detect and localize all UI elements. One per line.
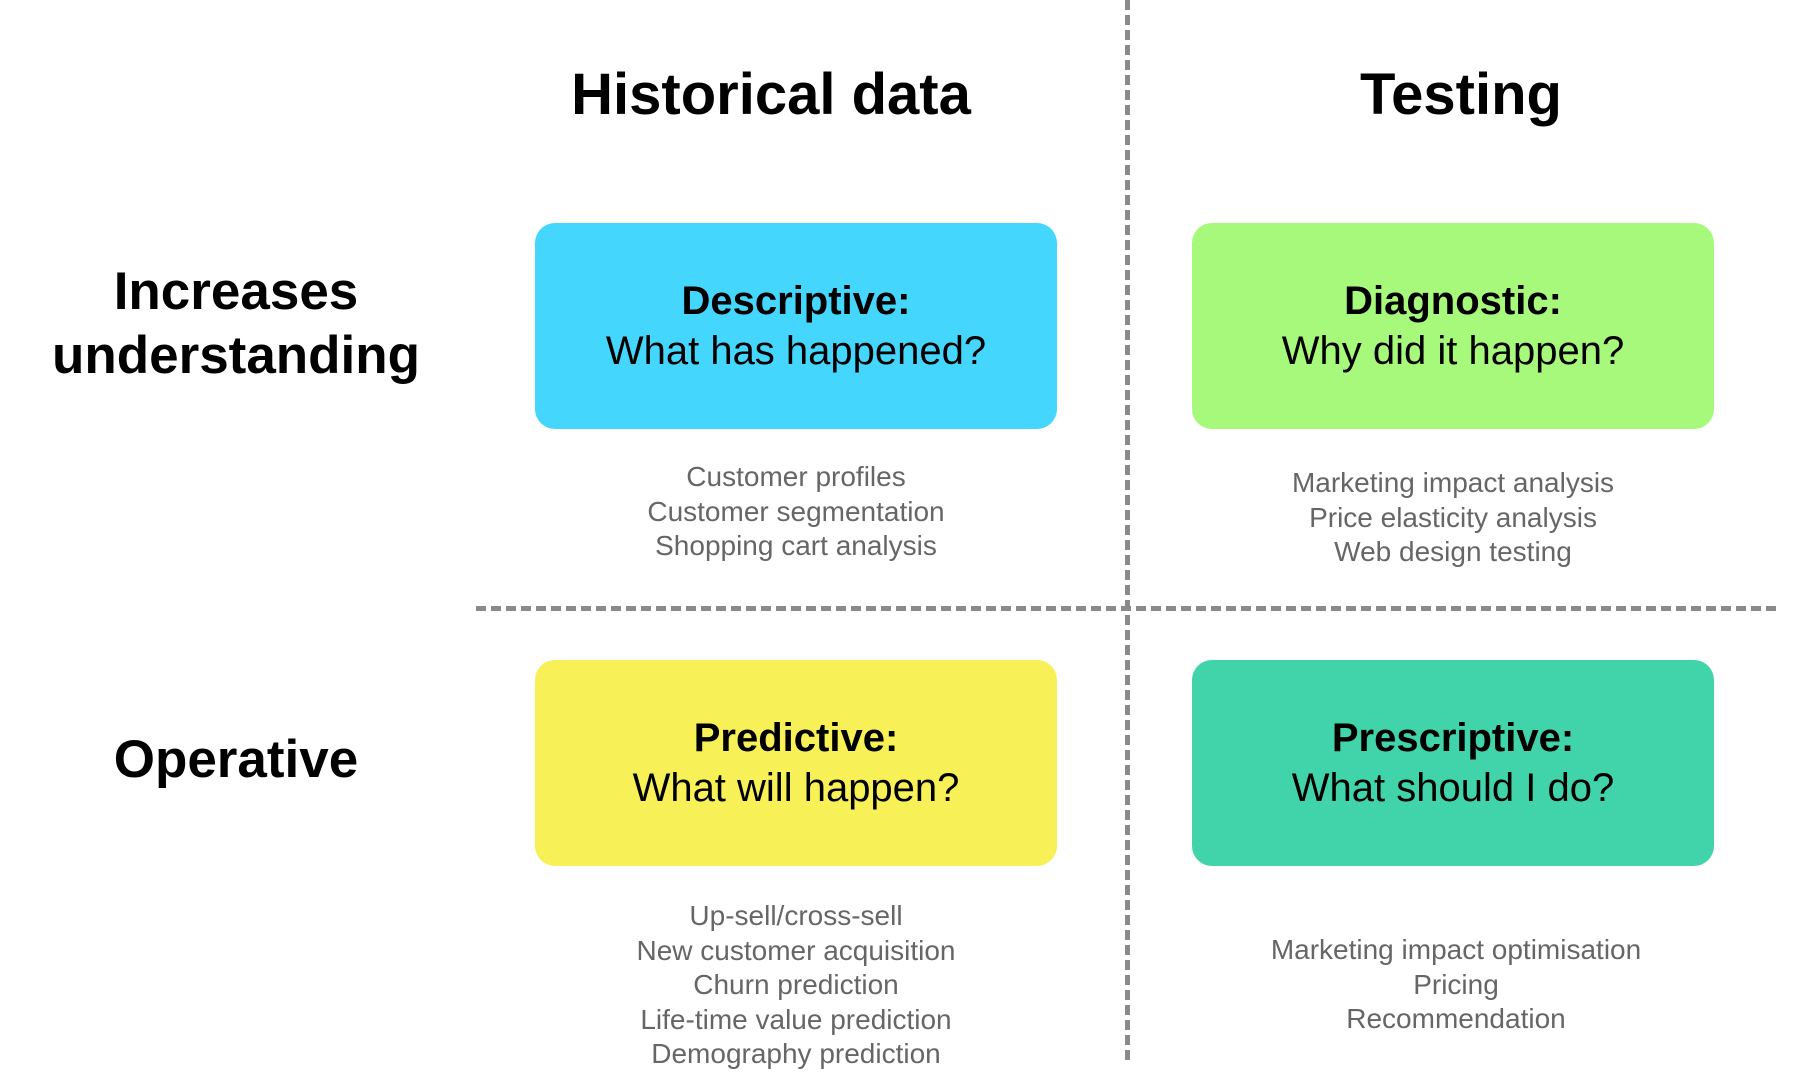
card-predictive: Predictive: What will happen?	[535, 660, 1057, 866]
example-item: Customer profiles	[686, 461, 906, 492]
example-item: Price elasticity analysis	[1309, 501, 1597, 533]
example-item: Up-sell/cross-sell	[689, 900, 903, 931]
example-item: Churn prediction	[693, 969, 899, 1000]
example-item: Pricing	[1413, 968, 1499, 1000]
example-item: Marketing impact optimisation	[1270, 934, 1642, 965]
example-item: Shopping cart analysis	[655, 530, 937, 561]
example-item: New customer acquisition	[636, 934, 956, 966]
horizontal-divider	[476, 606, 1776, 611]
example-item: Customer segmentation	[647, 495, 945, 527]
row-header-operative-label: Operative	[113, 730, 359, 789]
examples-predictive: Up-sell/cross-sell New customer acquisit…	[496, 899, 1096, 1072]
row-header-line-1: Increases	[113, 262, 359, 321]
example-item: Recommendation	[1346, 1003, 1566, 1034]
example-item: Demography prediction	[651, 1038, 941, 1069]
column-header-historical-data: Historical data	[571, 62, 971, 127]
card-diagnostic-question: Why did it happen?	[1281, 329, 1625, 373]
card-predictive-title: Predictive:	[693, 716, 899, 760]
card-prescriptive-title: Prescriptive:	[1331, 716, 1575, 760]
card-diagnostic-title: Diagnostic:	[1344, 279, 1562, 323]
vertical-divider	[1125, 0, 1130, 1060]
examples-diagnostic: Marketing impact analysis Price elastici…	[1153, 466, 1753, 570]
card-prescriptive-question: What should I do?	[1291, 766, 1615, 810]
card-prescriptive: Prescriptive: What should I do?	[1192, 660, 1714, 866]
column-header-testing: Testing	[1360, 62, 1562, 127]
example-item: Marketing impact analysis	[1291, 467, 1615, 498]
examples-descriptive: Customer profiles Customer segmentation …	[496, 460, 1096, 564]
examples-prescriptive: Marketing impact optimisation Pricing Re…	[1156, 933, 1756, 1037]
card-predictive-question: What will happen?	[632, 766, 960, 810]
card-descriptive-title: Descriptive:	[681, 279, 911, 323]
row-header-operative: Operative	[36, 728, 436, 792]
card-descriptive-question: What has happened?	[605, 329, 987, 373]
row-header-increases-understanding: Increases understanding	[36, 260, 436, 388]
card-descriptive: Descriptive: What has happened?	[535, 223, 1057, 429]
row-header-line-2: understanding	[51, 326, 421, 385]
example-item: Life-time value prediction	[640, 1003, 952, 1035]
example-item: Web design testing	[1334, 536, 1572, 567]
card-diagnostic: Diagnostic: Why did it happen?	[1192, 223, 1714, 429]
